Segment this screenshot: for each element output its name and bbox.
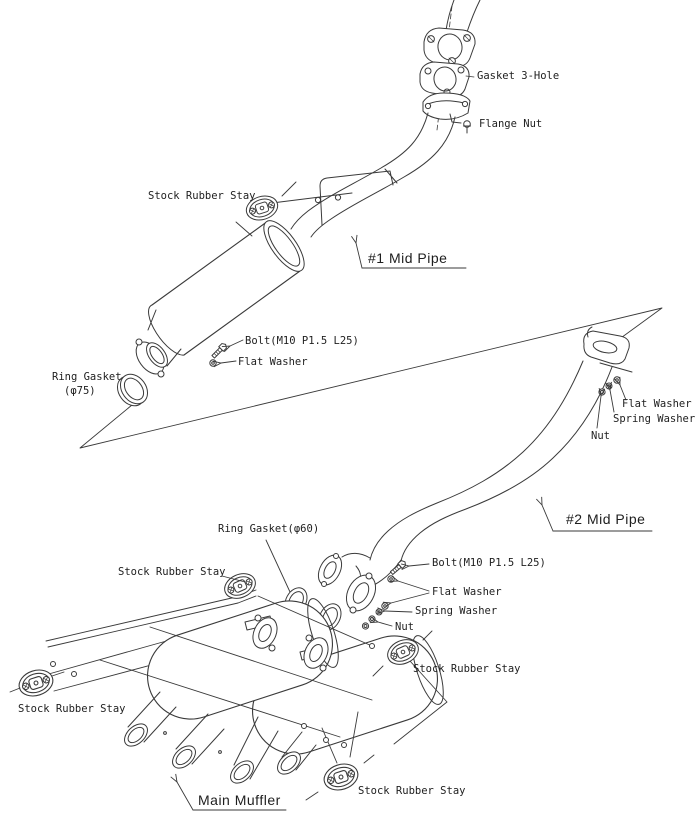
flat-washer-icon-top [209,359,217,367]
pipe1-top-flange [422,92,471,120]
pipe2-assembly [265,326,653,631]
flange-nut-icon [463,120,471,134]
pipe1-hanger-rod [271,168,398,226]
label-flat-washer-right: Flat Washer [622,398,692,410]
label-ring-gasket-75-l1: Ring Gasket [52,371,122,383]
flat-washer-icon-bottom2 [381,602,389,610]
label-ring-gasket-75-l2: (φ75) [64,385,96,397]
label-flange-nut: Flange Nut [479,118,543,130]
label-pipe1-title: #1 Mid Pipe [368,250,448,266]
nut-icon-bottom [368,615,376,623]
label-ring-gasket-60: Ring Gasket(φ60) [218,523,320,535]
label-stay-top: Stock Rubber Stay [148,190,256,202]
main-muffler-assembly [9,568,448,811]
gasket-3-hole [419,61,470,97]
nut-icon-bottom2 [361,622,370,630]
nut-icon-right [598,388,606,396]
muffler-inlet-flanges [252,614,329,672]
rubber-stay-bottom-center [320,759,362,795]
flat-washer-icon-bottom1 [387,575,395,583]
label-flat-washer-bottom: Flat Washer [432,586,502,598]
label-bolt-top: Bolt(M10 P1.5 L25) [245,335,359,347]
label-pipe2-title: #2 Mid Pipe [566,511,646,527]
label-stay-bottom-center: Stock Rubber Stay [358,785,466,797]
label-stay-mid-right: Stock Rubber Stay [413,663,521,675]
label-stay-bottom-left: Stock Rubber Stay [18,703,126,715]
label-nut-right: Nut [591,430,610,442]
spring-washer-icon-right [605,382,613,390]
ring-gasket-75 [116,373,149,407]
muffler-tips [124,691,317,784]
rubber-stay-bottom-left [15,665,57,701]
flange-3-hole [423,27,476,67]
bolt-icon-top [210,341,229,360]
label-stay-mid-left: Stock Rubber Stay [118,566,226,578]
label-bolt-bottom: Bolt(M10 P1.5 L25) [432,557,546,569]
rubber-stay-mid-left [220,568,260,604]
pipe2-y-junction [284,552,402,631]
pipe1-assembly [116,0,481,407]
pipe1-body [290,112,429,230]
pipe2-top-flange [583,326,633,373]
spring-washer-icon-bottom [375,608,383,616]
label-spring-washer-right: Spring Washer [613,413,696,425]
muffler-body-left [146,600,334,720]
label-flat-washer-top: Flat Washer [238,356,308,368]
section-link-lines [79,307,663,449]
bolt-icon-bottom [389,558,408,577]
pipe2-body [369,360,584,561]
label-spring-washer-bottom: Spring Washer [415,605,498,617]
flat-washer-icon-right [613,376,621,384]
label-gasket-3-hole: Gasket 3-Hole [477,70,560,82]
label-nut-bottom: Nut [395,621,414,633]
label-main-muffler-title: Main Muffler [198,792,281,808]
pipe1-resonator [135,220,305,378]
